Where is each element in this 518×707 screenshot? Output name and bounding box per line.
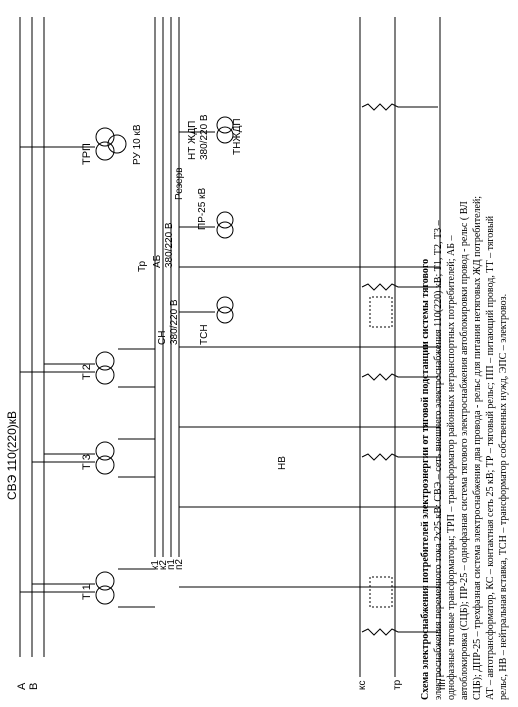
bus-b-label: B — [28, 683, 40, 690]
contact-network — [359, 17, 441, 677]
caption-line-1: Схема электроснабжения потребителей элек… — [420, 259, 431, 700]
auxiliary-supply — [179, 116, 234, 324]
sn-volt-label: 380/220 В — [169, 299, 180, 345]
t1-label: Т 1 — [81, 584, 93, 600]
ab-label: АБ — [152, 254, 163, 268]
t2-label: Т 2 — [81, 364, 93, 380]
t3-label: Т 3 — [81, 454, 93, 470]
bus-k1-label: к1 — [150, 560, 161, 570]
autotransformers — [361, 103, 438, 636]
traction-transformers — [20, 127, 155, 608]
sn-label: СН — [157, 331, 168, 345]
caption: Схема электроснабжения потребителей элек… — [420, 196, 509, 700]
caption-line-5: СЦБ); ДПР-25 – трехфазная система электр… — [472, 196, 483, 700]
caption-line-3: однофазные тяговые трансформаторы; ТРП –… — [446, 235, 457, 700]
caption-line-6: АТ – автотрансформатор, КС – контактная … — [485, 215, 496, 700]
trp-label: ТРП — [81, 143, 93, 165]
nt-volt-label: 380/220 В — [199, 114, 210, 160]
supply-buses — [19, 17, 45, 657]
bus-k2-label: к2 — [158, 560, 169, 570]
bus-tr-rail-label: тр — [392, 679, 403, 690]
nv-label: НВ — [277, 456, 288, 470]
tnzhdp-label: ТНЖДП — [232, 118, 243, 155]
trp-ru-label: РУ 10 кВ — [132, 124, 143, 165]
bus-a-label: A — [16, 682, 28, 690]
bus-tr-label: Тр — [137, 260, 148, 272]
ab-volt-label: 380/220 В — [164, 222, 175, 268]
diagram-labels: СВЭ 110(220)кВ A B к1 к2 п1 п2 Тр кс тр … — [5, 114, 448, 690]
bus-ks-label: кс — [357, 681, 368, 691]
feeders — [179, 266, 440, 588]
pr25-label: ПР-25 кВ — [197, 188, 208, 230]
reserve-label: Резерв — [174, 168, 185, 200]
eps-units — [369, 296, 393, 608]
nt-zhdp-label: НТ ЖДП — [187, 121, 198, 160]
bus-sve-label: СВЭ 110(220)кВ — [5, 411, 19, 500]
bus-pp-label: пп — [437, 679, 448, 690]
tsn-label: ТСН — [199, 324, 210, 345]
bus-p1-label: п1 — [166, 559, 177, 570]
caption-line-4: автоблокировка (СЦБ); ПР-25 – однофазная… — [459, 201, 470, 700]
traction-buses — [154, 17, 180, 557]
bus-p2-label: п2 — [174, 559, 185, 570]
caption-line-2: электроснабжения переменного тока 2х25 к… — [433, 219, 444, 700]
caption-line-7: рельс, НВ – нейтральная вставка, ТСН – т… — [498, 294, 509, 700]
